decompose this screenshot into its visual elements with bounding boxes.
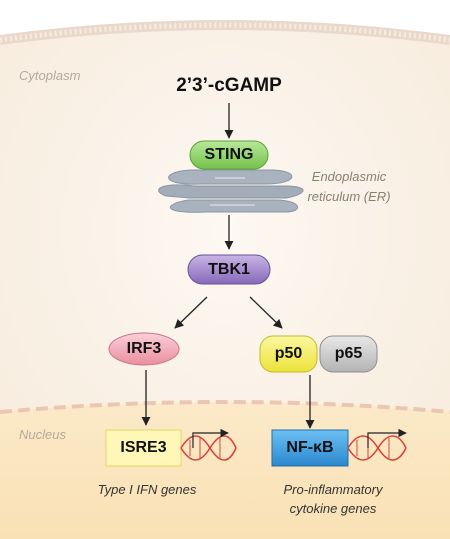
p50-label: p50 (274, 345, 303, 362)
tbk1-protein (187, 254, 271, 285)
p50-protein (259, 335, 318, 373)
isre3-element (105, 429, 182, 467)
arrow-tbk1-to-irf3 (174, 296, 208, 329)
nucleus-label: Nucleus (19, 427, 66, 442)
nfkb-element (271, 429, 349, 467)
promoter-arrow-left (192, 428, 229, 448)
nuclear-envelope (0, 400, 450, 414)
arrow-tbk1-to-p50 (249, 296, 283, 329)
irf3-protein (108, 332, 180, 366)
irf3-label: IRF3 (126, 340, 162, 357)
cytoplasm-label: Cytoplasm (19, 68, 81, 83)
er-label: Endoplasmic reticulum (ER) (307, 169, 391, 204)
p65-protein (319, 335, 378, 373)
nucleus-region (0, 402, 450, 539)
promoter-arrow-right (367, 428, 407, 448)
p65-label: p65 (334, 345, 363, 362)
cytokine-genes-label: Pro-inflammatory cytokine genes (283, 482, 383, 516)
sting-label: STING (204, 146, 254, 163)
tbk1-label: TBK1 (208, 260, 250, 278)
sting-protein (189, 140, 269, 170)
dna-helix-left (180, 435, 237, 461)
cgamp-label: 2’3’-cGAMP (176, 75, 282, 96)
er-membrane (158, 169, 304, 213)
nfkb-label: NF-κB (286, 439, 334, 456)
isre3-label: ISRE3 (120, 439, 167, 456)
type-i-ifn-genes-label: Type I IFN genes (97, 482, 197, 497)
